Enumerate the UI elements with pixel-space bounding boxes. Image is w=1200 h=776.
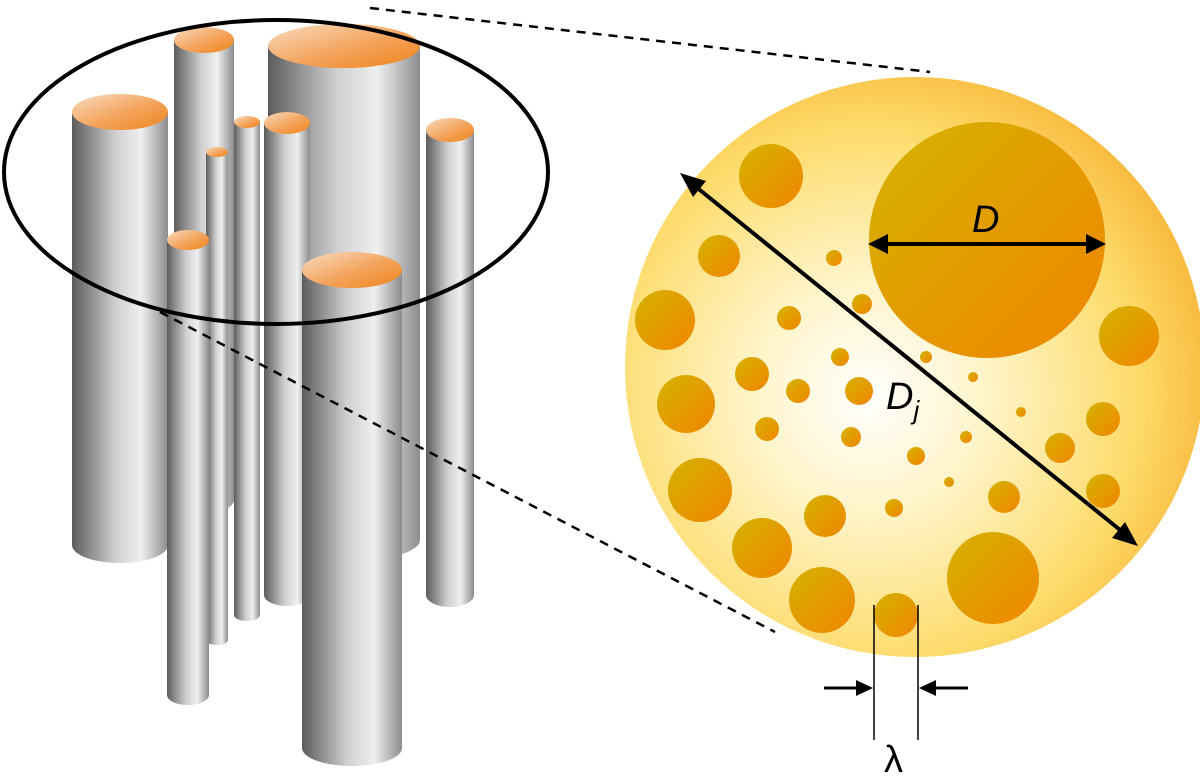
pore-hole — [755, 417, 779, 441]
cylinder-body — [234, 122, 260, 621]
spacing-arrowhead-left — [856, 680, 873, 696]
pore-hole — [777, 306, 801, 330]
cylinder-body — [167, 240, 209, 705]
pore-hole — [852, 294, 872, 314]
cylinder-top — [268, 24, 420, 68]
pore-hole — [947, 532, 1039, 624]
pore-hole — [988, 481, 1020, 513]
pore-hole — [804, 495, 846, 537]
jet-diameter-arrow — [688, 180, 1132, 540]
spacing-arrowhead-right — [919, 680, 936, 696]
cylinder-top — [72, 94, 168, 130]
pore-hole — [1086, 402, 1120, 436]
pore-hole — [920, 351, 932, 363]
pore-hole — [1045, 433, 1075, 463]
pore-hole — [635, 290, 695, 350]
dashed-guide-top — [369, 6, 931, 74]
magnification-ellipse — [2, 18, 550, 326]
spacing-label: λ — [884, 739, 903, 776]
pore-hole — [907, 447, 925, 465]
pore-hole — [831, 348, 849, 366]
pore-hole — [826, 250, 842, 266]
pore-hole — [885, 499, 903, 517]
cylinder-body — [206, 152, 228, 645]
cylinder-body — [302, 270, 402, 766]
pore-hole — [735, 357, 769, 391]
cylinder-top — [302, 252, 402, 288]
pore-diameter-arrowhead-left — [868, 234, 888, 254]
cylinder-top — [174, 27, 234, 53]
pore-hole — [789, 567, 855, 633]
pore-hole — [968, 372, 978, 382]
cylinder-top — [206, 147, 228, 157]
cylinder-top — [234, 116, 260, 128]
pore-hole — [739, 144, 803, 208]
pore-hole — [874, 593, 918, 637]
pore-hole — [732, 518, 792, 578]
pore-hole — [960, 431, 972, 443]
pore-hole — [786, 379, 810, 403]
jet-diameter-arrowhead-top — [680, 173, 706, 197]
jet-diameter-arrowhead-bottom — [1112, 522, 1138, 546]
pore-hole — [657, 375, 715, 433]
jet-diameter-label: Dj — [886, 376, 920, 425]
cylinder-top — [167, 230, 209, 250]
pore-holes — [635, 122, 1159, 637]
cylinder-body — [426, 130, 474, 607]
cylinder-top — [426, 118, 474, 142]
pore-hole — [668, 458, 732, 522]
cylinder-body — [72, 112, 168, 563]
pore-hole — [841, 427, 861, 447]
pore-hole — [1086, 474, 1120, 508]
pore-hole — [1016, 407, 1026, 417]
pore-diameter-arrowhead-right — [1086, 234, 1106, 254]
pore-hole — [869, 122, 1105, 358]
cylinder-bundle — [72, 24, 474, 766]
pore-hole — [1099, 306, 1159, 366]
cylinder-top — [264, 112, 310, 134]
dashed-guide-bottom — [159, 310, 776, 634]
cylinder-body — [264, 123, 310, 606]
pore-hole — [944, 477, 954, 487]
pore-diameter-label: D — [972, 199, 999, 241]
pore-hole — [698, 235, 740, 277]
pore-hole — [845, 377, 873, 405]
